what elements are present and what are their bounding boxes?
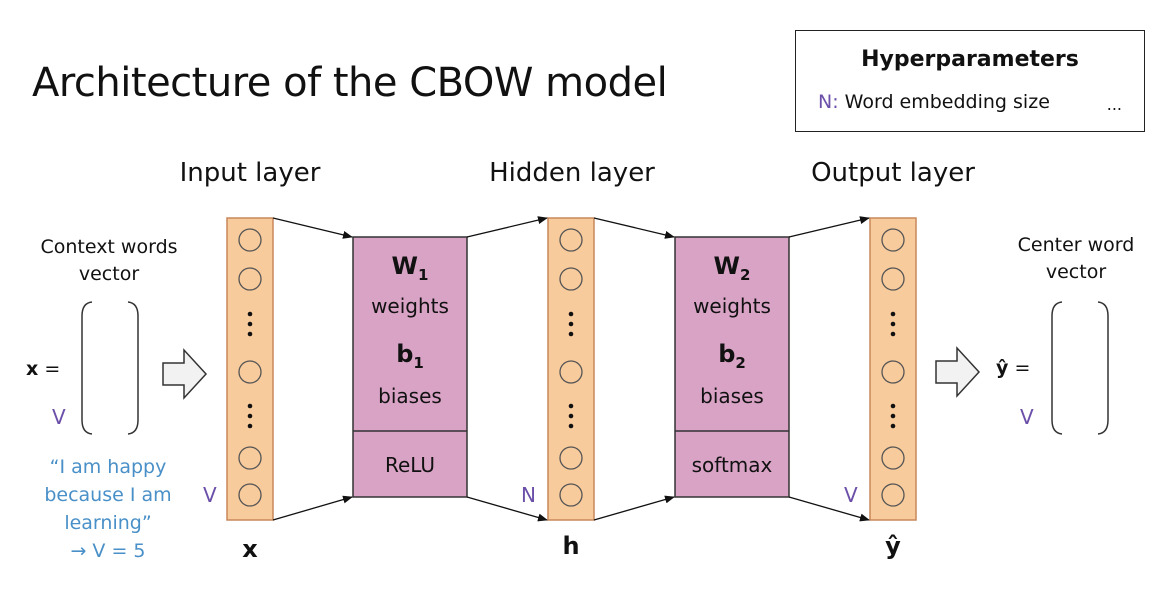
output-size-label: V bbox=[844, 483, 858, 507]
example-line: because I am bbox=[44, 484, 172, 506]
connection-arrow bbox=[272, 217, 353, 239]
output-ellipsis bbox=[890, 403, 896, 429]
center-vector-caption: Center word vector bbox=[990, 232, 1162, 286]
connection-arrow bbox=[272, 495, 353, 521]
input-neuron bbox=[238, 446, 262, 470]
output-neuron bbox=[881, 228, 905, 252]
input-neuron bbox=[238, 228, 262, 252]
first-bias-label: b1 bbox=[396, 340, 424, 372]
page-title: Architecture of the CBOW model bbox=[32, 60, 668, 106]
hidden-neuron bbox=[559, 267, 583, 291]
center-caption-line: Center word bbox=[1017, 234, 1135, 256]
input-size-label: V bbox=[203, 483, 217, 507]
input-layer-column bbox=[226, 217, 274, 521]
hidden-ellipsis bbox=[568, 311, 574, 337]
connection-arrow bbox=[788, 496, 870, 522]
input-ellipsis bbox=[247, 311, 253, 337]
hidden-neuron bbox=[559, 360, 583, 384]
context-caption-line: Context words bbox=[40, 236, 178, 258]
output-layer-column bbox=[869, 217, 917, 521]
hidden-neuron bbox=[559, 483, 583, 507]
second-activation-label: softmax bbox=[691, 453, 773, 477]
center-vector-bracket bbox=[1051, 301, 1109, 435]
first-biases-label: biases bbox=[378, 384, 442, 408]
input-neuron bbox=[238, 360, 262, 384]
hyperparameter-description: Word embedding size bbox=[844, 91, 1050, 113]
hyperparameters-box: Hyperparameters N: Word embedding size .… bbox=[795, 30, 1145, 132]
context-vector-caption: Context words vector bbox=[20, 234, 198, 288]
center-size-label: V bbox=[1020, 405, 1034, 429]
input-neuron bbox=[238, 267, 262, 291]
center-vector-equation: ŷ = bbox=[996, 357, 1030, 379]
second-weights-label: weights bbox=[693, 294, 771, 318]
output-neuron bbox=[881, 483, 905, 507]
output-block-arrow bbox=[935, 346, 981, 398]
context-caption-line: vector bbox=[78, 263, 140, 285]
output-layer-title: Output layer bbox=[811, 158, 975, 188]
example-line: → V = 5 bbox=[70, 540, 146, 562]
hidden-layer-title: Hidden layer bbox=[489, 158, 655, 188]
output-neuron bbox=[881, 446, 905, 470]
context-vector-var: x bbox=[26, 358, 39, 380]
hidden-neuron bbox=[559, 446, 583, 470]
hyperparameters-heading: Hyperparameters bbox=[861, 47, 1079, 72]
hyperparameter-row: N: Word embedding size bbox=[818, 91, 1050, 113]
equals-sign: = bbox=[1014, 357, 1031, 379]
hyperparameters-more: ... bbox=[1106, 95, 1122, 114]
output-neuron bbox=[881, 360, 905, 384]
context-vector-bracket bbox=[81, 301, 139, 435]
context-size-label: V bbox=[52, 405, 66, 429]
example-sentence: “I am happy because I am learning” → V =… bbox=[10, 453, 206, 565]
hidden-ellipsis bbox=[568, 403, 574, 429]
first-activation-label: ReLU bbox=[384, 453, 436, 477]
output-neuron bbox=[881, 267, 905, 291]
first-weights-label: weights bbox=[371, 294, 449, 318]
example-line: “I am happy bbox=[49, 456, 167, 478]
output-ellipsis bbox=[890, 311, 896, 337]
second-bias-label: b2 bbox=[718, 340, 746, 372]
hidden-vector-label: h bbox=[562, 532, 580, 560]
second-weights-box bbox=[674, 236, 790, 498]
equals-sign: = bbox=[44, 358, 61, 380]
hidden-neuron bbox=[559, 228, 583, 252]
input-ellipsis bbox=[247, 403, 253, 429]
output-vector-label: ŷ bbox=[885, 532, 901, 560]
connection-arrow bbox=[788, 216, 870, 238]
input-layer-title: Input layer bbox=[179, 158, 321, 188]
connection-arrow bbox=[466, 496, 548, 522]
example-line: learning” bbox=[64, 512, 152, 534]
hidden-layer-column bbox=[547, 217, 595, 521]
hidden-size-label: N bbox=[521, 483, 536, 507]
connection-arrow bbox=[593, 217, 675, 239]
input-block-arrow bbox=[162, 348, 208, 400]
first-matrix-label: W1 bbox=[391, 252, 429, 284]
hyperparameter-symbol: N: bbox=[818, 91, 839, 113]
center-caption-line: vector bbox=[1045, 261, 1107, 283]
second-biases-label: biases bbox=[700, 384, 764, 408]
input-neuron bbox=[238, 483, 262, 507]
first-weights-box bbox=[352, 236, 468, 498]
input-vector-label: x bbox=[242, 535, 258, 563]
connection-arrow bbox=[466, 216, 548, 238]
context-vector-equation: x = bbox=[26, 358, 60, 380]
center-vector-var: ŷ bbox=[996, 357, 1009, 379]
second-matrix-label: W2 bbox=[713, 252, 751, 284]
connection-arrow bbox=[593, 495, 675, 521]
